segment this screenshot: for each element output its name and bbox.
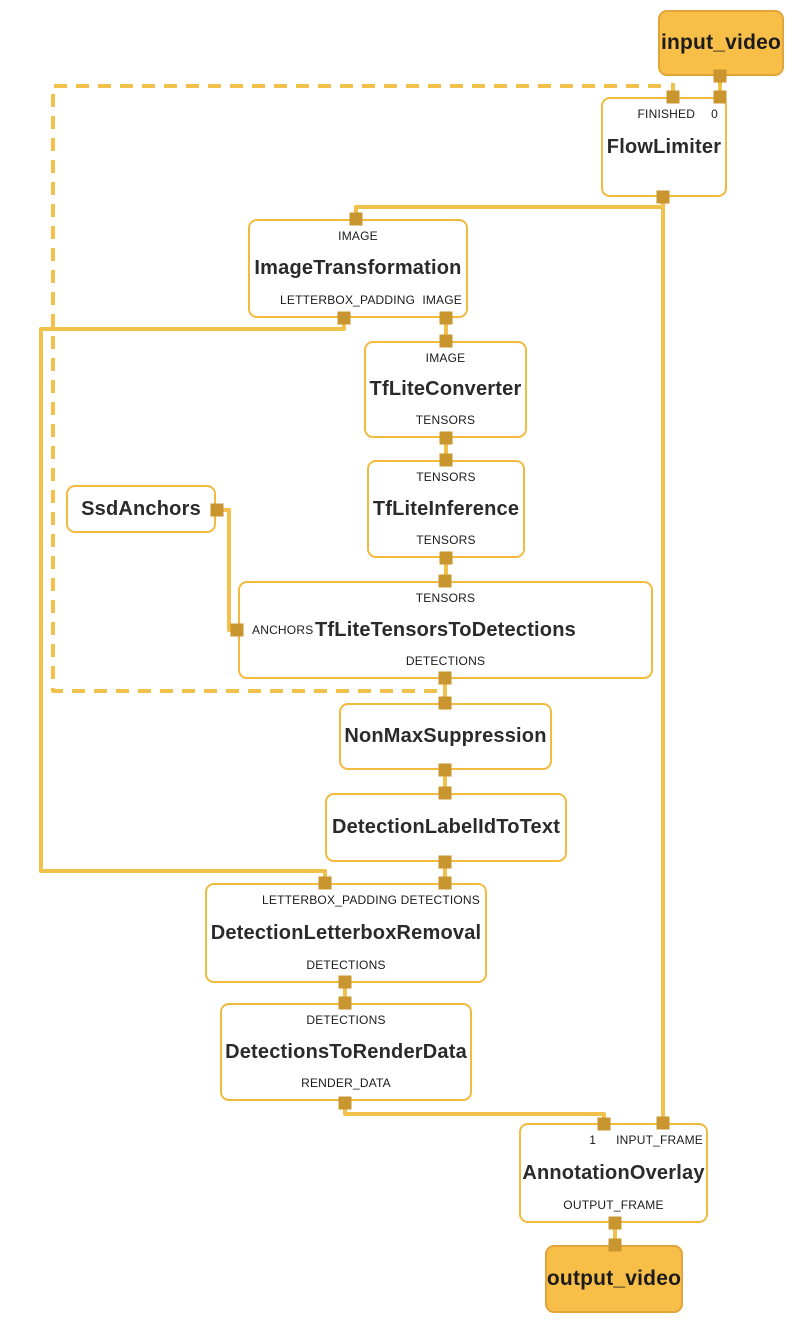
node-nonmaxsuppression[interactable]: NonMaxSuppression: [339, 703, 552, 770]
node-detectionletterboxremoval[interactable]: LETTERBOX_PADDING DETECTIONS DetectionLe…: [205, 883, 487, 983]
port-label-tensors-in: TENSORS: [416, 470, 476, 484]
port-label-tensors-in: TENSORS: [415, 591, 476, 605]
port-label-finished: FINISHED: [637, 107, 696, 121]
node-output-video[interactable]: output_video: [545, 1245, 683, 1313]
node-title: TfLiteTensorsToDetections: [315, 618, 576, 641]
port-label-image-in: IMAGE: [425, 351, 466, 365]
node-ssdanchors[interactable]: SsdAnchors: [66, 485, 216, 533]
node-title: DetectionLetterboxRemoval: [210, 921, 482, 944]
port-label-image-out: IMAGE: [422, 293, 462, 307]
node-flowlimiter[interactable]: FINISHED 0 FlowLimiter: [601, 97, 727, 197]
port-label-detections-out: DETECTIONS: [405, 654, 486, 668]
node-tflitetensorstodetections[interactable]: TENSORS ANCHORS TfLiteTensorsToDetection…: [238, 581, 653, 679]
port-row: OUTPUT_FRAME: [521, 1198, 706, 1212]
port-label-detections-in: DETECTIONS: [306, 1013, 386, 1027]
port-label-detections-out: DETECTIONS: [306, 958, 386, 972]
node-title: TfLiteConverter: [369, 378, 522, 400]
port-label-anchors-in: ANCHORS: [252, 623, 314, 637]
node-title: SsdAnchors: [81, 497, 201, 520]
node-title: FlowLimiter: [606, 135, 722, 158]
node-title: DetectionLabelIdToText: [331, 816, 561, 838]
port-row: IMAGE: [250, 229, 466, 243]
node-input-video[interactable]: input_video: [658, 10, 784, 76]
node-detectionstorenderdata[interactable]: DETECTIONS DetectionsToRenderData RENDER…: [220, 1003, 472, 1101]
node-tfliteconverter[interactable]: IMAGE TfLiteConverter TENSORS: [364, 341, 527, 438]
port-row: RENDER_DATA: [222, 1076, 470, 1090]
port-label-render-data-out: RENDER_DATA: [301, 1076, 391, 1090]
node-title: NonMaxSuppression: [344, 725, 547, 747]
port-row: LETTERBOX_PADDING DETECTIONS: [207, 893, 485, 907]
port-row: TENSORS: [369, 470, 523, 484]
node-title: AnnotationOverlay: [522, 1161, 705, 1184]
node-title: ImageTransformation: [254, 257, 462, 279]
node-detectionlabelidtotext[interactable]: DetectionLabelIdToText: [325, 793, 567, 862]
port-row: TENSORS: [240, 591, 651, 605]
port-label-input-frame-in: INPUT_FRAME: [616, 1133, 703, 1147]
port-row: 1 INPUT_FRAME: [521, 1133, 706, 1147]
node-title: input_video: [660, 31, 782, 54]
port-row: DETECTIONS: [207, 958, 485, 972]
port-label-letterbox-padding-in: LETTERBOX_PADDING: [262, 893, 398, 907]
port-row: DETECTIONS: [240, 654, 651, 668]
port-row: DETECTIONS: [222, 1013, 470, 1027]
port-label-tensors-out: TENSORS: [415, 413, 476, 427]
port-label-image-in: IMAGE: [338, 229, 378, 243]
port-label-letterbox-padding-out: LETTERBOX_PADDING: [280, 293, 416, 307]
port-row: FINISHED 0: [603, 107, 725, 121]
node-title: TfLiteInference: [372, 497, 520, 520]
port-row: IMAGE: [366, 351, 525, 365]
port-row: TENSORS: [366, 413, 525, 427]
port-row: TENSORS: [369, 533, 523, 547]
edge-ssdanchors-to-anchors: [216, 508, 236, 632]
port-label-1-in: 1: [589, 1133, 597, 1147]
node-title: DetectionsToRenderData: [225, 1040, 467, 1063]
node-tfliteinference[interactable]: TENSORS TfLiteInference TENSORS: [367, 460, 525, 558]
port-label-output-frame-out: OUTPUT_FRAME: [563, 1198, 664, 1212]
port-label-0: 0: [711, 107, 718, 121]
port-label-detections-in: DETECTIONS: [400, 893, 480, 907]
port-row: LETTERBOX_PADDING IMAGE: [250, 293, 466, 307]
node-imagetransformation[interactable]: IMAGE ImageTransformation LETTERBOX_PADD…: [248, 219, 468, 318]
node-title: output_video: [546, 1267, 682, 1290]
node-annotationoverlay[interactable]: 1 INPUT_FRAME AnnotationOverlay OUTPUT_F…: [519, 1123, 708, 1223]
port-label-tensors-out: TENSORS: [416, 533, 476, 547]
